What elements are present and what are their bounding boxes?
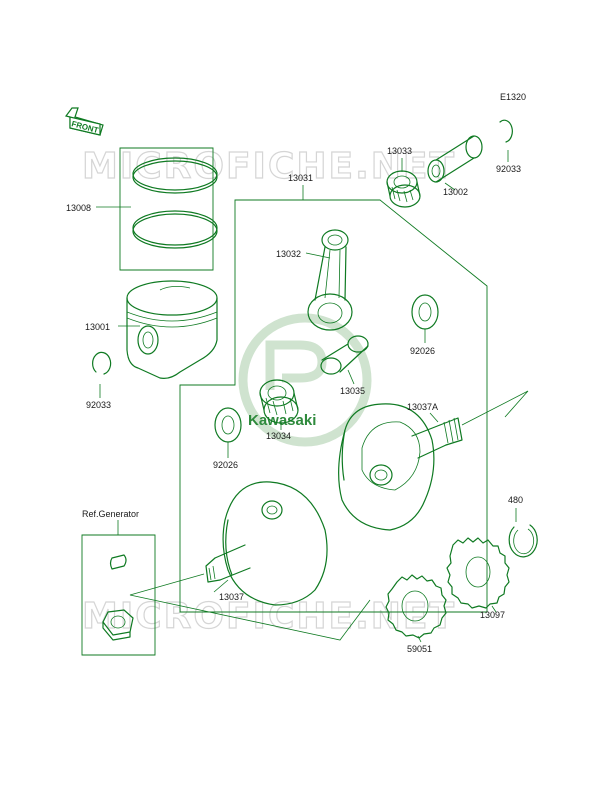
gear-59051 — [385, 574, 447, 639]
ref-generator-label[interactable]: Ref.Generator — [82, 509, 139, 519]
part-label-13097[interactable]: 13097 — [480, 610, 505, 620]
part-label-13035[interactable]: 13035 — [340, 386, 365, 396]
front-arrow-icon: FRONT — [64, 107, 104, 136]
part-label-13033[interactable]: 13033 — [387, 146, 412, 156]
piston-rings — [132, 157, 218, 249]
woodruff-key — [109, 554, 127, 570]
logo-text: Kawasaki — [248, 412, 316, 429]
connecting-rod — [307, 229, 353, 331]
piston-rings-frame — [119, 147, 214, 271]
crankshaft-assembly-frame — [179, 199, 488, 613]
circlip-right — [499, 119, 513, 143]
part-label-13031[interactable]: 13031 — [288, 173, 313, 183]
circlip-left — [92, 351, 112, 375]
part-label-92033-right[interactable]: 92033 — [496, 164, 521, 174]
part-label-13002[interactable]: 13002 — [443, 187, 468, 197]
crank-pin — [320, 335, 369, 375]
leader-13037 — [213, 579, 229, 593]
flywheel-nut — [102, 609, 134, 641]
watermark-bottom: MICROFICHE.NET — [82, 596, 456, 637]
leader-13037A — [429, 412, 439, 423]
part-label-13034[interactable]: 13034 — [266, 431, 291, 441]
front-label: FRONT — [70, 119, 99, 135]
part-label-92033-left[interactable]: 92033 — [86, 400, 111, 410]
part-label-13032[interactable]: 13032 — [276, 249, 301, 259]
piston-pin — [427, 135, 483, 183]
part-label-92026-upper[interactable]: 92026 — [410, 346, 435, 356]
leader-59051 — [417, 635, 422, 643]
crank-half-right — [338, 390, 529, 531]
piston — [126, 280, 218, 379]
circlip-480 — [508, 524, 538, 558]
part-label-13037A[interactable]: 13037A — [407, 402, 438, 412]
part-label-13008[interactable]: 13008 — [66, 203, 91, 213]
thrust-washer-lower — [214, 407, 242, 443]
leader-13035 — [347, 369, 355, 385]
leader-13032 — [305, 252, 331, 259]
leader-13097 — [491, 605, 497, 613]
part-label-92026-lower[interactable]: 92026 — [213, 460, 238, 470]
primary-gear-13097 — [446, 537, 510, 609]
thrust-washer-upper — [411, 294, 439, 330]
crank-half-left — [129, 481, 371, 641]
part-label-13001[interactable]: 13001 — [85, 322, 110, 332]
leader-13002 — [444, 182, 456, 191]
part-label-13037[interactable]: 13037 — [219, 592, 244, 602]
part-label-480[interactable]: 480 — [508, 495, 523, 505]
kawasaki-logo-watermark: Kawasaki — [238, 313, 372, 447]
ref-generator-frame — [81, 534, 156, 656]
diagram-code: E1320 — [500, 92, 526, 102]
part-label-59051[interactable]: 59051 — [407, 644, 432, 654]
